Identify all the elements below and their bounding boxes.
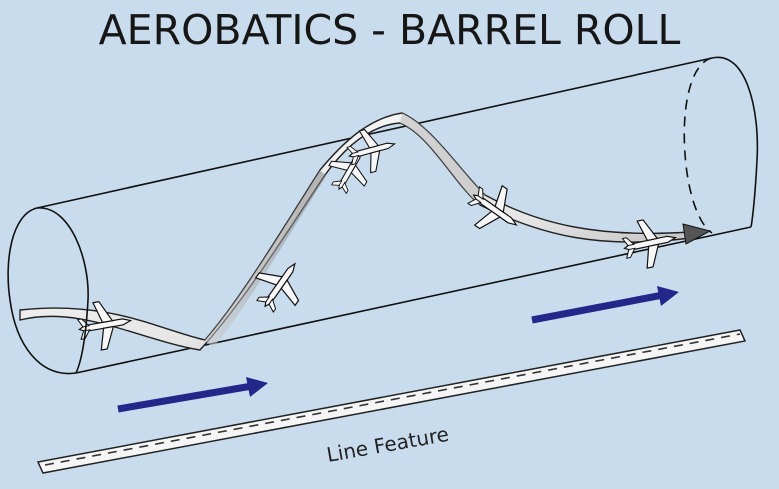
line-feature-label: Line Feature [325,422,451,467]
cylinder-front-end [7,207,89,375]
cylinder [36,56,759,374]
airplane-icon [618,213,682,273]
flight-path-ribbon [19,112,712,351]
diagram-title: AEROBATICS - BARREL ROLL [98,6,681,54]
line-feature [36,329,747,474]
direction-arrow-left [117,377,268,413]
direction-arrow-right [531,286,679,324]
